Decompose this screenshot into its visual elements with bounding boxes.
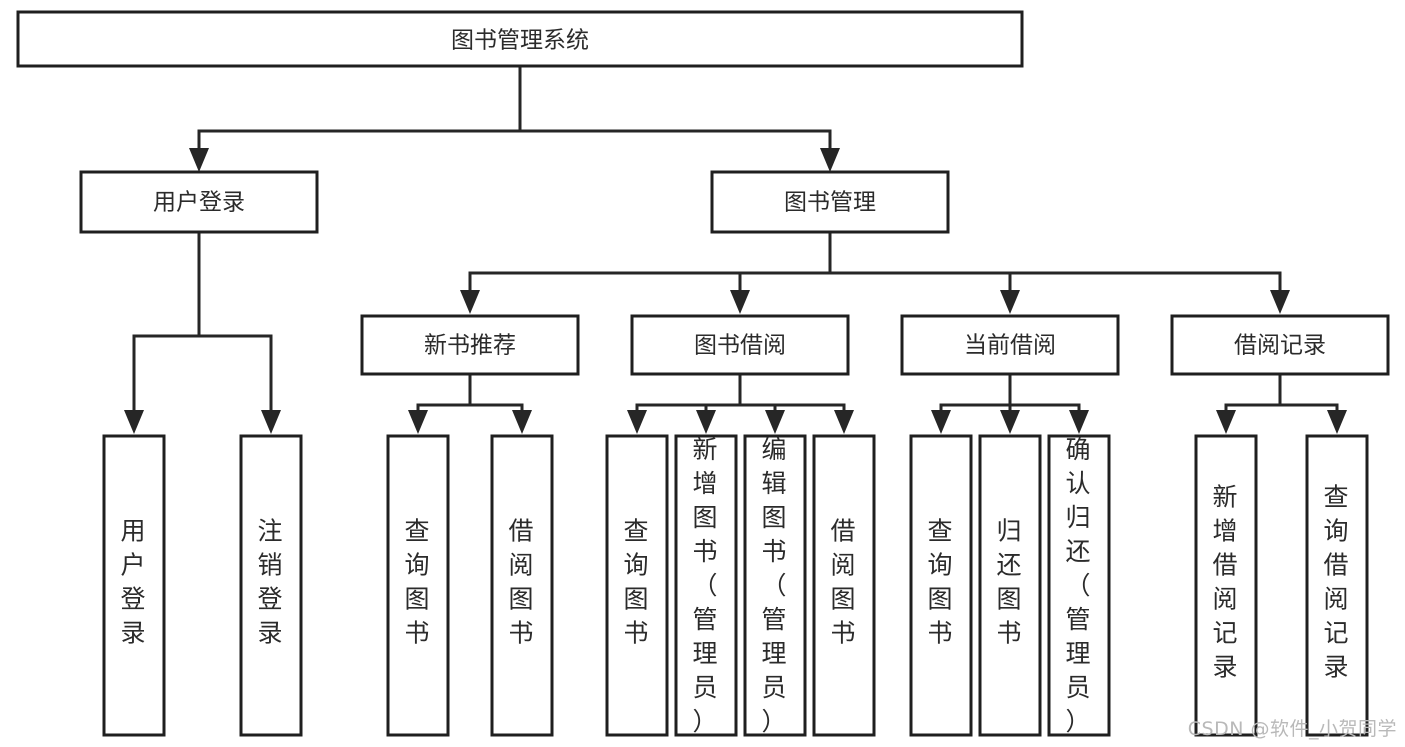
arrow-new-book: [460, 290, 480, 314]
arrow-leaf-br-1: [1327, 410, 1347, 434]
node-current-borrow-box[interactable]: [900, 314, 1120, 376]
leaf-new-book-0[interactable]: 查询图书: [386, 434, 450, 737]
leaf-book-borrow-3-box[interactable]: [812, 434, 876, 737]
arrow-leaf-bb-3: [834, 410, 854, 434]
leaf-user-login-0-label: 用户登录: [120, 517, 147, 648]
leaf-book-borrow-3[interactable]: 借阅图书: [812, 434, 876, 737]
arrow-leaf-bb-0: [627, 410, 647, 434]
node-root-label: 图书管理系统: [451, 28, 589, 54]
arrow-borrow-record: [1270, 290, 1290, 314]
node-new-book-recommend[interactable]: 新书推荐: [360, 314, 580, 376]
leaf-current-borrow-2-label: 确认归还（管理员）: [1065, 435, 1092, 736]
leaf-new-book-0-box[interactable]: [386, 434, 450, 737]
leaf-user-login-0[interactable]: 用户登录: [102, 434, 166, 737]
connectors: [124, 64, 1347, 434]
leaf-book-borrow-1[interactable]: 新增图书（管理员）: [674, 434, 738, 737]
leaf-new-book-0-label: 查询图书: [404, 517, 431, 648]
arrow-book-manage: [820, 148, 840, 172]
leaf-book-borrow-1-label: 新增图书（管理员）: [692, 435, 719, 736]
arrow-leaf-nb-0: [408, 410, 428, 434]
leaf-current-borrow-0[interactable]: 查询图书: [909, 434, 973, 737]
node-new-book-recommend-label: 新书推荐: [424, 333, 516, 359]
arrow-book-borrow: [730, 290, 750, 314]
arrow-leaf-user-login-1: [261, 410, 281, 434]
leaf-current-borrow-2-box[interactable]: [1047, 434, 1111, 737]
leaf-borrow-record-0[interactable]: 新增借阅记录: [1194, 434, 1258, 737]
leaf-user-login-1-box[interactable]: [239, 434, 303, 737]
arrow-current-borrow: [1000, 290, 1020, 314]
node-book-manage[interactable]: 图书管理: [710, 170, 950, 234]
leaf-book-borrow-1-box[interactable]: [674, 434, 738, 737]
leaf-book-borrow-0-box[interactable]: [605, 434, 669, 737]
node-user-login-label: 用户登录: [153, 190, 245, 216]
leaf-current-borrow-0-box[interactable]: [909, 434, 973, 737]
leaf-book-borrow-2[interactable]: 编辑图书（管理员）: [743, 434, 807, 737]
leaf-borrow-record-1[interactable]: 查询借阅记录: [1305, 434, 1369, 737]
node-root[interactable]: 图书管理系统: [16, 10, 1024, 68]
node-book-manage-label: 图书管理: [784, 190, 876, 216]
leaf-borrow-record-0-box[interactable]: [1194, 434, 1258, 737]
leaf-user-login-1-label: 注销登录: [257, 517, 284, 648]
node-root-box[interactable]: [16, 10, 1024, 68]
node-current-borrow-label: 当前借阅: [964, 333, 1056, 359]
leaf-book-borrow-0-label: 查询图书: [623, 517, 650, 648]
leaf-book-borrow-2-label: 编辑图书（管理员）: [761, 435, 788, 736]
arrow-leaf-bb-2: [765, 410, 785, 434]
leaf-book-borrow-0[interactable]: 查询图书: [605, 434, 669, 737]
arrow-user-login: [189, 148, 209, 172]
leaf-new-book-1-label: 借阅图书: [508, 517, 535, 648]
arrow-leaf-bb-1: [696, 410, 716, 434]
leaf-new-book-1-box[interactable]: [490, 434, 554, 737]
arrow-leaf-cb-2: [1069, 410, 1089, 434]
node-user-login-box[interactable]: [79, 170, 319, 234]
leaf-current-borrow-1[interactable]: 归还图书: [978, 434, 1042, 737]
arrow-leaf-nb-1: [512, 410, 532, 434]
node-user-login[interactable]: 用户登录: [79, 170, 319, 234]
leaf-borrow-record-0-label: 新增借阅记录: [1212, 483, 1239, 682]
leaf-book-borrow-2-box[interactable]: [743, 434, 807, 737]
node-book-borrow-box[interactable]: [630, 314, 850, 376]
arrow-leaf-br-0: [1216, 410, 1236, 434]
node-current-borrow[interactable]: 当前借阅: [900, 314, 1120, 376]
node-book-borrow[interactable]: 图书借阅: [630, 314, 850, 376]
leaf-current-borrow-2[interactable]: 确认归还（管理员）: [1047, 434, 1111, 737]
csdn-watermark: CSDN @软件_小贺同学: [1187, 718, 1397, 740]
node-new-book-recommend-box[interactable]: [360, 314, 580, 376]
node-borrow-record[interactable]: 借阅记录: [1170, 314, 1390, 376]
leaf-user-login-1[interactable]: 注销登录: [239, 434, 303, 737]
leaf-user-login-0-box[interactable]: [102, 434, 166, 737]
leaf-current-borrow-1-label: 归还图书: [996, 517, 1023, 648]
leaf-borrow-record-1-box[interactable]: [1305, 434, 1369, 737]
node-borrow-record-label: 借阅记录: [1234, 333, 1326, 359]
arrow-leaf-cb-0: [931, 410, 951, 434]
node-book-manage-box[interactable]: [710, 170, 950, 234]
arrow-leaf-user-login-0: [124, 410, 144, 434]
leaf-borrow-record-1-label: 查询借阅记录: [1323, 483, 1350, 682]
leaf-book-borrow-3-label: 借阅图书: [830, 517, 857, 648]
leaf-current-borrow-0-label: 查询图书: [927, 517, 954, 648]
node-borrow-record-box[interactable]: [1170, 314, 1390, 376]
leaf-new-book-1[interactable]: 借阅图书: [490, 434, 554, 737]
arrow-leaf-cb-1: [1000, 410, 1020, 434]
leaf-current-borrow-1-box[interactable]: [978, 434, 1042, 737]
node-book-borrow-label: 图书借阅: [694, 333, 786, 359]
